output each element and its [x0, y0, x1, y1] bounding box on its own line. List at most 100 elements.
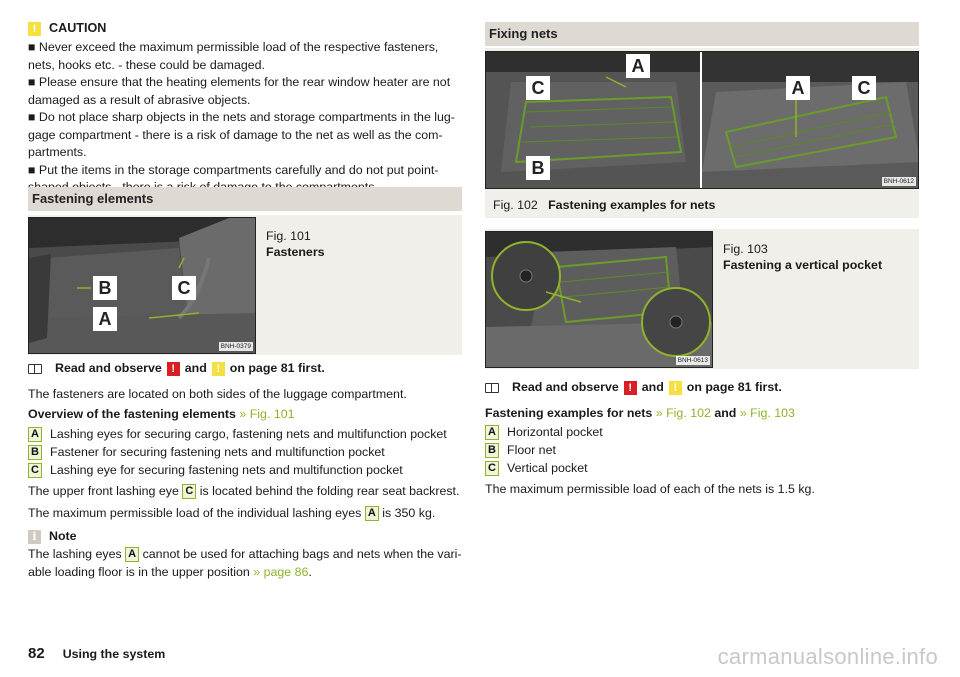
examples-and: and — [714, 406, 737, 420]
fig-103-illustration — [486, 232, 712, 367]
note-line-1: The lashing eyes A cannot be used for at… — [28, 546, 462, 564]
fig-101-label-b: B — [93, 276, 117, 300]
fig-101-code: BNH-0379 — [218, 342, 253, 351]
note-line-2: able loading floor is in the upper posit… — [28, 564, 462, 582]
caution-line: ■ Please ensure that the heating element… — [28, 75, 451, 89]
item-text: Floor net — [507, 443, 556, 457]
fig-103-link[interactable]: » Fig. 103 — [739, 406, 795, 420]
fig-102-label-c-right: C — [852, 76, 876, 100]
item-tag: A — [125, 547, 140, 563]
examples-label: Fastening examples for nets — [485, 406, 653, 420]
caution-body: ■ Never exceed the maximum permissible l… — [28, 39, 462, 197]
fig-102-photo: C A B A C BNH-0612 — [485, 51, 919, 189]
examples-heading: Fastening examples for nets » Fig. 102 a… — [485, 405, 919, 423]
read-observe-fastening: Read and observe ! and ! on page 81 firs… — [28, 360, 325, 378]
read-observe-post: on page 81 first. — [229, 361, 325, 375]
upper-post: is located behind the folding rear seat … — [199, 484, 460, 498]
caution-title: CAUTION — [49, 21, 107, 35]
upper-lashing-eye-text: The upper front lashing eye C is located… — [28, 483, 462, 501]
caution-icon-small: ! — [211, 361, 225, 376]
fig-102-number: Fig. 102 — [493, 198, 538, 212]
note-heading: i Note — [28, 528, 77, 546]
item-tag: A — [364, 506, 379, 522]
item-tag: C — [28, 463, 42, 479]
fig-102-label-a-right: A — [786, 76, 810, 100]
book-icon — [485, 382, 499, 393]
read-observe-text: Read and observe — [512, 380, 619, 394]
warning-red-icon: ! — [166, 361, 180, 376]
caution-line: partments. — [28, 145, 87, 159]
item-text: Fastener for securing fastening nets and… — [50, 445, 385, 459]
page-number: 82 — [28, 645, 45, 662]
list-item: B Fastener for securing fastening nets a… — [28, 444, 385, 462]
item-text: Lashing eye for securing fastening nets … — [50, 463, 403, 477]
fasteners-intro: The fasteners are located on both sides … — [28, 387, 407, 401]
info-icon: i — [28, 529, 41, 544]
item-tag: A — [485, 425, 499, 441]
item-text: Lashing eyes for securing cargo, fasteni… — [50, 427, 447, 441]
list-item: C Lashing eye for securing fastening net… — [28, 462, 403, 480]
fig-101-caption: Fig. 101 Fasteners — [266, 228, 325, 260]
list-item: C Vertical pocket — [485, 460, 588, 478]
section-heading-fastening: Fastening elements — [28, 187, 462, 211]
item-tag: C — [485, 461, 499, 477]
watermark: carmanualsonline.info — [717, 644, 938, 669]
page-footer: 82 Using the system — [28, 645, 165, 664]
figure-103: BNH-0613 Fig. 103 Fastening a vertical p… — [485, 229, 919, 369]
read-observe-and: and — [184, 361, 207, 375]
page-86-link[interactable]: » page 86 — [253, 565, 309, 579]
caution-icon: ! — [28, 21, 41, 36]
item-tag: B — [485, 443, 499, 459]
read-observe-text: Read and observe — [55, 361, 162, 375]
fig-102-label-a-left: A — [626, 54, 650, 78]
caution-line: ■ Never exceed the maximum permissible l… — [28, 40, 439, 54]
section-heading-nets: Fixing nets — [485, 22, 919, 46]
caution-line: gage compartment - there is a risk of da… — [28, 127, 443, 142]
read-observe-post: on page 81 first. — [686, 380, 782, 394]
figure-101: B C A BNH-0379 Fig. 101 Fasteners — [28, 215, 462, 355]
item-text: Vertical pocket — [507, 461, 588, 475]
max-load-eyes-text: The maximum permissible load of the indi… — [28, 505, 462, 523]
note-post: cannot be used for attaching bags and ne… — [142, 547, 462, 561]
fig-101-label-c: C — [172, 276, 196, 300]
read-observe-and: and — [641, 380, 664, 394]
fig-101-link[interactable]: » Fig. 101 — [239, 407, 295, 421]
fig-102-title: Fastening examples for nets — [548, 198, 716, 212]
fig-101-title: Fasteners — [266, 245, 325, 259]
book-icon — [28, 363, 42, 374]
fig-103-number: Fig. 103 — [723, 242, 768, 256]
caution-line: ■ Do not place sharp objects in the nets… — [28, 110, 455, 124]
item-tag: B — [28, 445, 42, 461]
caution-heading: ! CAUTION — [28, 20, 106, 38]
list-item: A Lashing eyes for securing cargo, faste… — [28, 426, 447, 444]
fig-102-illustration — [486, 52, 918, 188]
warning-red-icon: ! — [623, 380, 637, 395]
item-tag: A — [28, 427, 42, 443]
note-pre: The lashing eyes — [28, 547, 122, 561]
chapter-title: Using the system — [62, 647, 166, 661]
caution-line: ■ Put the items in the storage compartme… — [28, 162, 439, 177]
fig-101-label-a: A — [93, 307, 117, 331]
list-item: A Horizontal pocket — [485, 424, 603, 442]
note-line2-post: . — [308, 565, 312, 579]
fig-101-number: Fig. 101 — [266, 229, 311, 243]
fig-102-link[interactable]: » Fig. 102 — [655, 406, 711, 420]
note-title: Note — [49, 529, 77, 543]
maxload-post: is 350 kg. — [382, 506, 436, 520]
fig-102-caption: Fig. 102 Fastening examples for nets — [493, 197, 715, 213]
fig-103-title: Fastening a vertical pocket — [723, 258, 883, 272]
fig-102-code: BNH-0612 — [881, 177, 916, 186]
caution-icon-small: ! — [668, 380, 682, 395]
fig-101-illustration — [29, 218, 255, 353]
fig-102-label-c-left: C — [526, 76, 550, 100]
read-observe-nets: Read and observe ! and ! on page 81 firs… — [485, 379, 782, 397]
fig-101-photo: B C A BNH-0379 — [28, 217, 256, 354]
note-line2-pre: able loading floor is in the upper posit… — [28, 565, 250, 579]
fig-103-caption: Fig. 103 Fastening a vertical pocket — [723, 241, 882, 273]
maxload-pre: The maximum permissible load of the indi… — [28, 506, 362, 520]
fig-103-photo: BNH-0613 — [485, 231, 713, 368]
overview-label: Overview of the fastening elements — [28, 407, 236, 421]
nets-max-load-text: The maximum permissible load of each of … — [485, 482, 815, 496]
fig-103-code: BNH-0613 — [675, 356, 710, 365]
list-item: B Floor net — [485, 442, 556, 460]
